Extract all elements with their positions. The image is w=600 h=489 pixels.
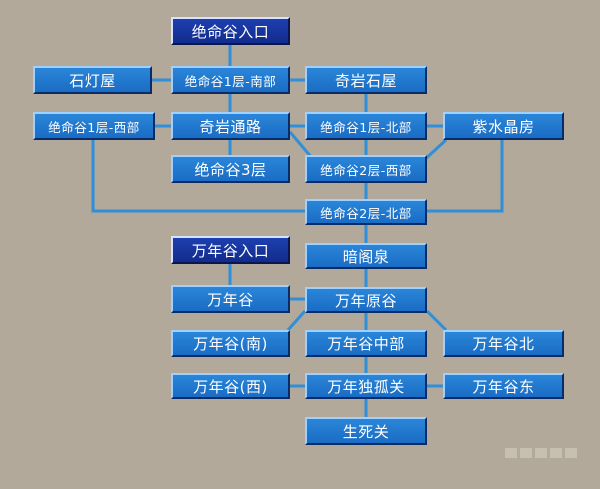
node-purple-crystal-room: 紫水晶房	[443, 112, 564, 140]
connector	[286, 309, 307, 332]
blurred-watermark	[505, 448, 577, 458]
node-anguan-spring: 暗阁泉	[305, 243, 427, 269]
node-juemingu-2f-west: 绝命谷2层-西部	[305, 155, 427, 183]
node-wannian-entrance: 万年谷入口	[171, 236, 290, 264]
node-juemingu-1f-south: 绝命谷1层-南部	[171, 66, 290, 94]
node-stone-lamp-house: 石灯屋	[33, 66, 152, 94]
node-wannian-north: 万年谷北	[443, 330, 564, 357]
node-wannian-origin-valley: 万年原谷	[305, 287, 427, 313]
connector	[425, 309, 448, 332]
node-wannian-central: 万年谷中部	[305, 330, 427, 357]
node-juemingu-2f-north: 绝命谷2层-北部	[305, 199, 427, 225]
node-juemingu-1f-north: 绝命谷1层-北部	[305, 112, 427, 140]
node-qiyan-stone-house: 奇岩石屋	[305, 66, 427, 94]
node-juemingu-entrance: 绝命谷入口	[171, 17, 290, 45]
node-life-death-pass: 生死关	[305, 417, 427, 445]
node-wannian-south: 万年谷(南)	[171, 330, 290, 357]
node-wannian-east: 万年谷东	[443, 373, 564, 399]
connector	[91, 140, 305, 213]
connector	[427, 140, 504, 213]
node-juemingu-1f-west: 绝命谷1层-西部	[33, 112, 155, 140]
connector	[288, 131, 314, 159]
node-juemingu-3f: 绝命谷3层	[171, 155, 290, 183]
node-qiyan-road: 奇岩通路	[171, 112, 290, 140]
node-wannian-valley: 万年谷	[171, 285, 290, 313]
node-wannian-west: 万年谷(西)	[171, 373, 290, 399]
node-wannian-lone-pass: 万年独孤关	[305, 373, 427, 399]
